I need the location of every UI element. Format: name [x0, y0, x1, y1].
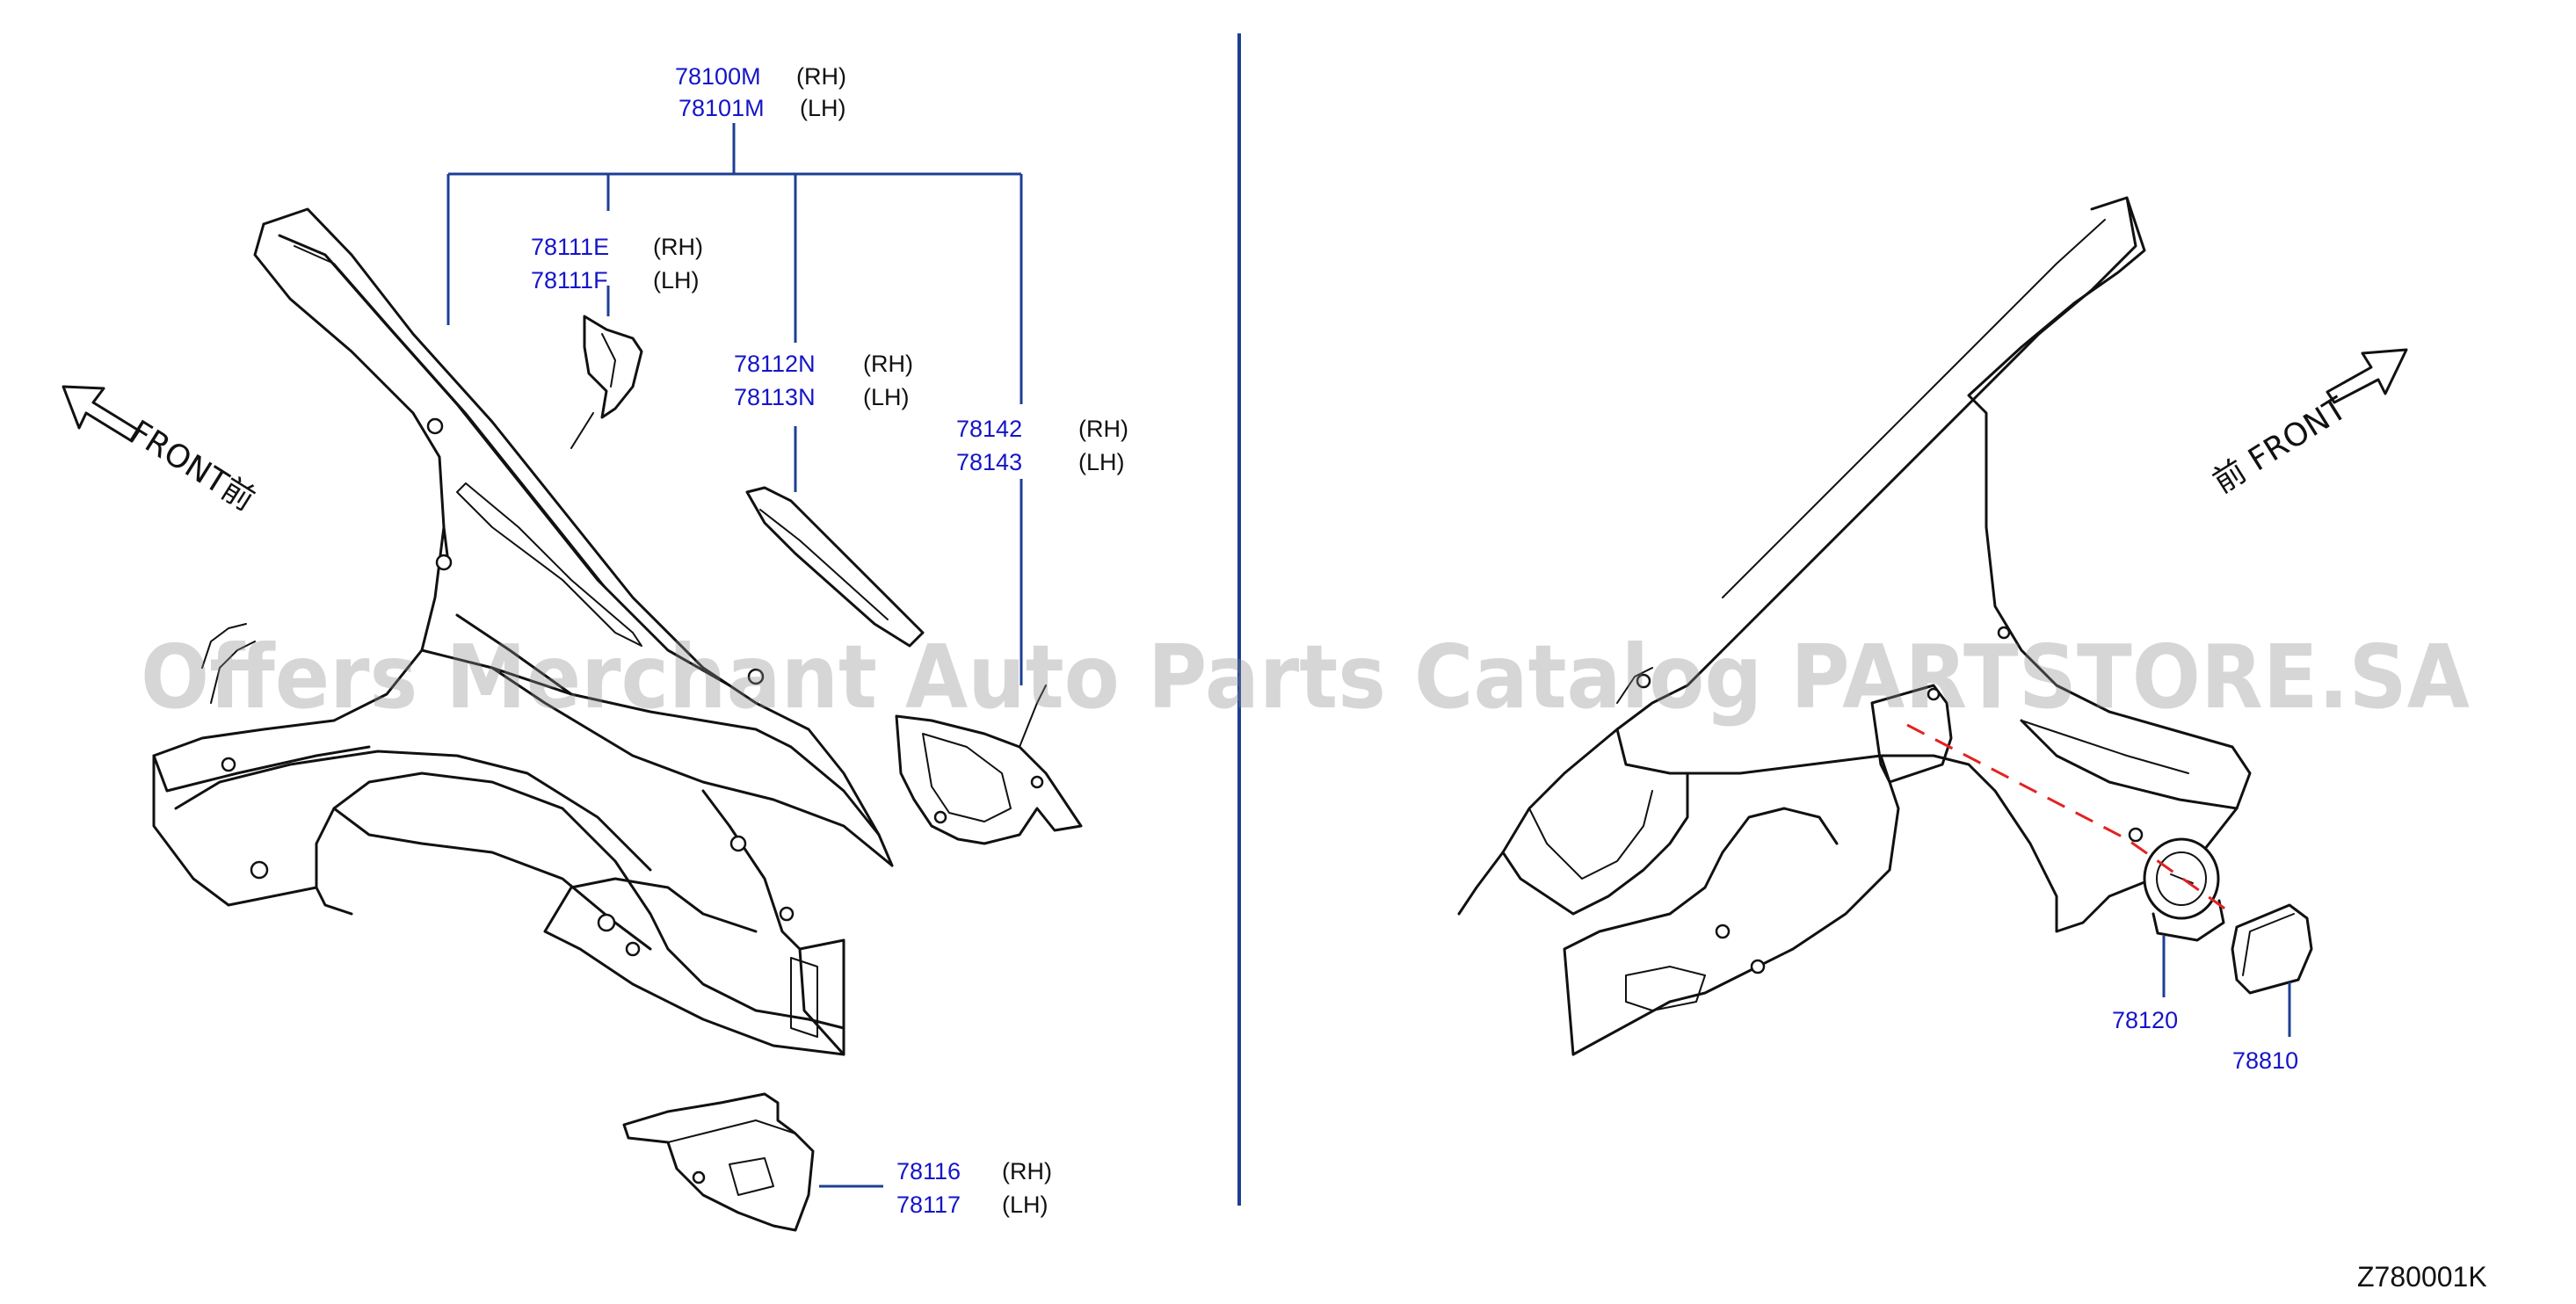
side-lh: (LH) — [800, 95, 846, 121]
part-number-78113n[interactable]: 78113N — [734, 384, 816, 410]
leader-lines — [446, 123, 2291, 1188]
callout-78112: 78112N (RH) 78113N (LH) — [734, 351, 913, 410]
part-number-78142[interactable]: 78142 — [956, 416, 1022, 442]
diagram-code: Z780001K — [2357, 1261, 2487, 1293]
front-arrow-right-icon — [2326, 348, 2408, 404]
part-number-78111f[interactable]: 78111F — [531, 267, 608, 293]
part-number-78117[interactable]: 78117 — [896, 1192, 961, 1218]
side-lh: (LH) — [653, 267, 700, 293]
exploded-view-line — [1906, 723, 2233, 916]
part-number-78120[interactable]: 78120 — [2112, 1007, 2178, 1033]
side-rh: (RH) — [1002, 1158, 1052, 1184]
part-number-78112n[interactable]: 78112N — [734, 351, 816, 377]
front-label-right: 前 FRONT — [2207, 390, 2354, 501]
callout-78100: 78100M (RH) 78101M (LH) — [675, 63, 846, 121]
side-rh: (RH) — [1078, 416, 1128, 442]
side-lh: (LH) — [1002, 1192, 1049, 1218]
part-number-78116[interactable]: 78116 — [896, 1158, 961, 1184]
filler-lid-78810-drawing — [2231, 903, 2313, 995]
callout-78111: 78111E (RH) 78111F (LH) — [531, 234, 703, 293]
front-arrow-left-icon — [62, 385, 141, 443]
part-number-78101m[interactable]: 78101M — [678, 95, 765, 121]
filler-pocket-78120-drawing — [2143, 837, 2225, 942]
right-quarter-panel-drawing — [1457, 196, 2252, 1056]
side-lh: (LH) — [863, 384, 910, 410]
part-number-78143[interactable]: 78143 — [956, 449, 1022, 475]
bracket-78116-drawing — [622, 1092, 815, 1232]
part-number-78111e[interactable]: 78111E — [531, 234, 609, 260]
side-rh: (RH) — [796, 63, 846, 90]
callout-78116: 78116 (RH) 78117 (LH) — [896, 1158, 1052, 1218]
watermark: Offers Merchant Auto Parts Catalog PARTS… — [141, 626, 2470, 728]
side-rh: (RH) — [653, 234, 703, 260]
part-number-78100m[interactable]: 78100M — [675, 63, 761, 90]
front-label-left: FRONT前 — [123, 414, 261, 518]
callout-78142: 78142 (RH) 78143 (LH) — [956, 416, 1128, 475]
filler-base-78142-drawing — [895, 685, 1083, 845]
part-number-78810[interactable]: 78810 — [2232, 1047, 2298, 1074]
side-lh: (LH) — [1078, 449, 1125, 475]
gusset-78112-drawing — [745, 486, 925, 648]
bracket-78111-drawing — [570, 315, 643, 449]
left-quarter-panel-drawing — [152, 207, 894, 1056]
side-rh: (RH) — [863, 351, 913, 377]
